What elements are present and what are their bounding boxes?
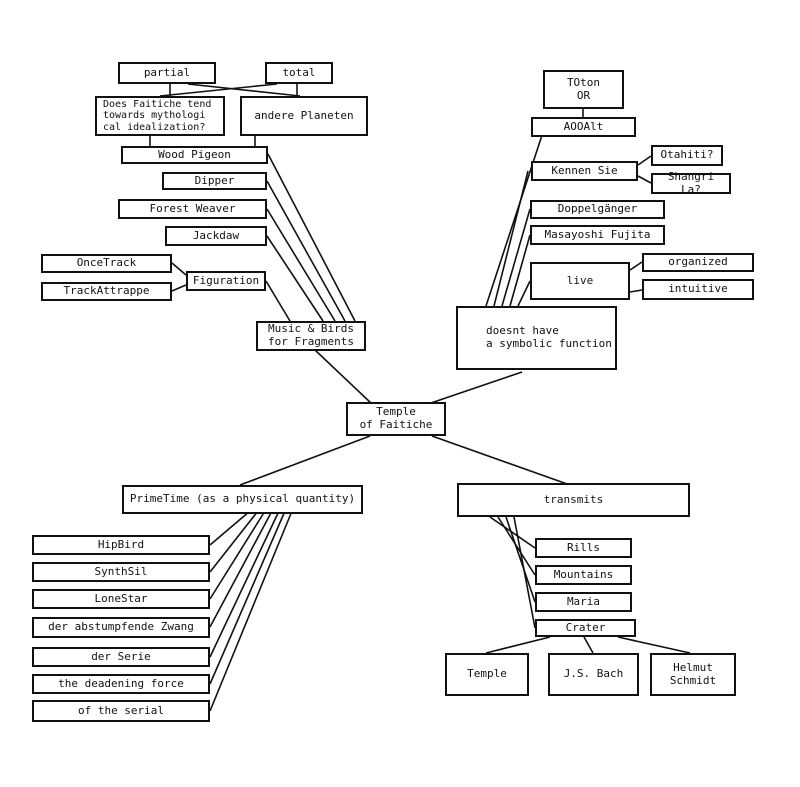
node-wood-pigeon[interactable]: Wood Pigeon [121,146,268,164]
node-total[interactable]: total [265,62,333,84]
node-synthsil[interactable]: SynthSil [32,562,210,582]
node-faitiche-question[interactable]: Does Faitiche tend towards mythologi cal… [95,96,225,136]
node-andere-planeten[interactable]: andere Planeten [240,96,368,136]
node-hipbird[interactable]: HipBird [32,535,210,555]
node-oncetrack[interactable]: OnceTrack [41,254,172,273]
node-intuitive[interactable]: intuitive [642,279,754,300]
node-primetime[interactable]: PrimeTime (as a physical quantity) [122,485,363,514]
node-maria[interactable]: Maria [535,592,632,612]
node-trackattrappe[interactable]: TrackAttrappe [41,282,172,301]
node-der-serie[interactable]: der Serie [32,647,210,667]
node-temple[interactable]: Temple [445,653,529,696]
node-mountains[interactable]: Mountains [535,565,632,585]
node-shangri-la[interactable]: Shangri La? [651,170,731,195]
node-forest-weaver[interactable]: Forest Weaver [118,199,267,219]
node-toton-or[interactable]: TOton OR [543,70,624,109]
node-otahiti[interactable]: Otahiti? [651,145,723,166]
node-organized[interactable]: organized [642,253,754,272]
node-music-birds[interactable]: Music & Birds for Fragments [256,321,366,351]
node-symbolic-function[interactable]: doesnt have a symbolic function [456,306,617,370]
node-rills[interactable]: Rills [535,538,632,558]
node-of-the-serial[interactable]: of the serial [32,700,210,722]
node-temple-of-faitiche[interactable]: Temple of Faitiche [346,402,446,436]
node-transmits[interactable]: transmits [457,483,690,517]
node-helmut-schmidt[interactable]: Helmut Schmidt [650,653,736,696]
node-kennen-sie[interactable]: Kennen Sie [531,161,638,181]
node-partial[interactable]: partial [118,62,216,84]
node-aooalt[interactable]: AOOAlt [531,117,636,137]
node-figuration[interactable]: Figuration [186,271,266,291]
node-dipper[interactable]: Dipper [162,172,267,190]
node-lonestar[interactable]: LoneStar [32,589,210,609]
node-live[interactable]: live [530,262,630,300]
node-js-bach[interactable]: J.S. Bach [548,653,639,696]
node-doppelganger[interactable]: Doppelgänger [530,200,665,219]
node-abstumpfende-zwang[interactable]: der abstumpfende Zwang [32,617,210,638]
node-deadening-force[interactable]: the deadening force [32,674,210,694]
node-masayoshi-fujita[interactable]: Masayoshi Fujita [530,225,665,245]
node-crater[interactable]: Crater [535,619,636,637]
node-jackdaw[interactable]: Jackdaw [165,226,267,246]
